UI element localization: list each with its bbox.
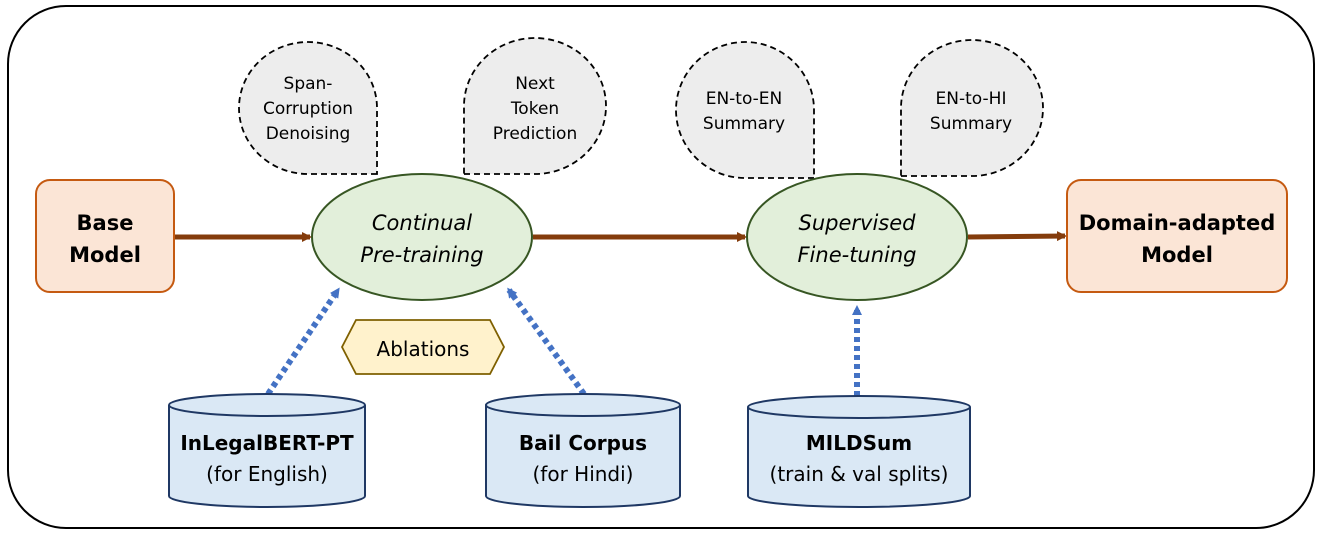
supervised-finetuning-stage: Supervised Fine-tuning: [746, 173, 968, 301]
task-bubble-span-corruption: Span- Corruption Denoising: [238, 41, 378, 175]
dataset-bail-corpus: Bail Corpus (for Hindi): [485, 393, 681, 508]
supervised-line1: Supervised: [799, 211, 917, 235]
inlegalbert-name: InLegalBERT-PT: [180, 431, 354, 455]
next-token-line2: Token: [510, 99, 559, 119]
domain-model-box: Domain-adapted Model: [1066, 179, 1288, 293]
span-corruption-line2: Corruption: [263, 99, 353, 119]
arrow-bail-to-continual: [506, 287, 587, 396]
en-hi-line2: Summary: [930, 114, 1012, 134]
task-bubble-next-token: Next Token Prediction: [463, 37, 607, 175]
en-hi-line1: EN-to-HI: [936, 89, 1007, 109]
task-bubble-en-en: EN-to-EN Summary: [675, 41, 815, 179]
ablations-label: Ablations: [377, 337, 470, 361]
base-model-line1: Base: [77, 211, 134, 235]
span-corruption-line3: Denoising: [266, 124, 351, 144]
base-model-box: Base Model: [35, 179, 175, 293]
dataset-mildsum: MILDSum (train & val splits): [747, 395, 971, 508]
bail-name: Bail Corpus: [519, 431, 647, 455]
dataset-inlegalbert: InLegalBERT-PT (for English): [168, 393, 366, 508]
mildsum-sub: (train & val splits): [770, 462, 949, 486]
supervised-line2: Fine-tuning: [797, 243, 916, 267]
next-token-line1: Next: [515, 74, 555, 94]
inlegalbert-sub: (for English): [206, 462, 328, 486]
arrow-inlegalbert-to-continual: [265, 287, 341, 396]
continual-line1: Continual: [372, 211, 472, 235]
domain-model-line2: Model: [1141, 243, 1213, 267]
bail-sub: (for Hindi): [533, 462, 634, 486]
base-model-line2: Model: [69, 243, 141, 267]
mildsum-name: MILDSum: [806, 431, 912, 455]
en-en-line2: Summary: [703, 114, 785, 134]
arrow-supervised-to-domain: [967, 231, 1067, 242]
ablations-badge: Ablations: [340, 319, 506, 375]
continual-line2: Pre-training: [360, 243, 483, 267]
domain-model-line1: Domain-adapted: [1079, 211, 1276, 235]
span-corruption-line1: Span-: [284, 74, 333, 94]
continual-pretraining-stage: Continual Pre-training: [311, 173, 533, 301]
task-bubble-en-hi: EN-to-HI Summary: [900, 39, 1044, 177]
next-token-line3: Prediction: [493, 124, 577, 144]
en-en-line1: EN-to-EN: [706, 89, 783, 109]
